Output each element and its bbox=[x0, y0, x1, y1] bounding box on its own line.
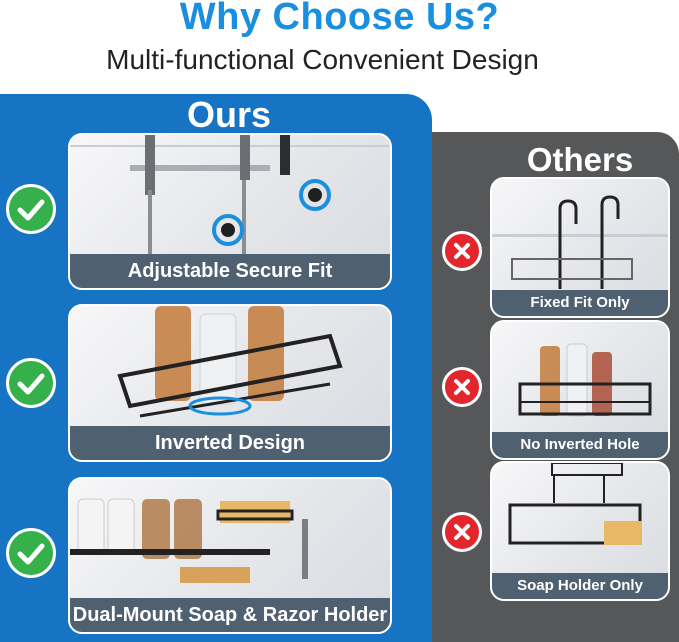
green-check-icon bbox=[6, 358, 56, 408]
green-check-icon bbox=[6, 184, 56, 234]
page-title: Why Choose Us? bbox=[179, 0, 500, 38]
ours-heading: Ours bbox=[186, 94, 272, 135]
ours-card-adjustable-fit: Adjustable Secure Fit bbox=[68, 133, 392, 290]
caption-soap-holder-only: Soap Holder Only bbox=[492, 573, 668, 599]
others-card-soap-holder-only: Soap Holder Only bbox=[490, 461, 670, 601]
red-x-icon bbox=[442, 367, 482, 407]
others-heading: Others bbox=[526, 141, 634, 178]
caption-adjustable-fit: Adjustable Secure Fit bbox=[70, 254, 390, 288]
ours-card-inverted-design: Inverted Design bbox=[68, 304, 392, 462]
caption-fixed-fit: Fixed Fit Only bbox=[492, 290, 668, 316]
caption-no-inverted-hole: No Inverted Hole bbox=[492, 432, 668, 458]
page-subtitle: Multi-functional Convenient Design bbox=[106, 44, 539, 75]
others-card-fixed-fit: Fixed Fit Only bbox=[490, 177, 670, 318]
others-card-no-inverted-hole: No Inverted Hole bbox=[490, 320, 670, 460]
red-x-icon bbox=[442, 231, 482, 271]
red-x-icon bbox=[442, 512, 482, 552]
caption-dual-mount: Dual-Mount Soap & Razor Holder bbox=[70, 598, 390, 632]
ours-card-dual-mount: Dual-Mount Soap & Razor Holder bbox=[68, 477, 392, 634]
green-check-icon bbox=[6, 528, 56, 578]
caption-inverted-design: Inverted Design bbox=[70, 426, 390, 460]
